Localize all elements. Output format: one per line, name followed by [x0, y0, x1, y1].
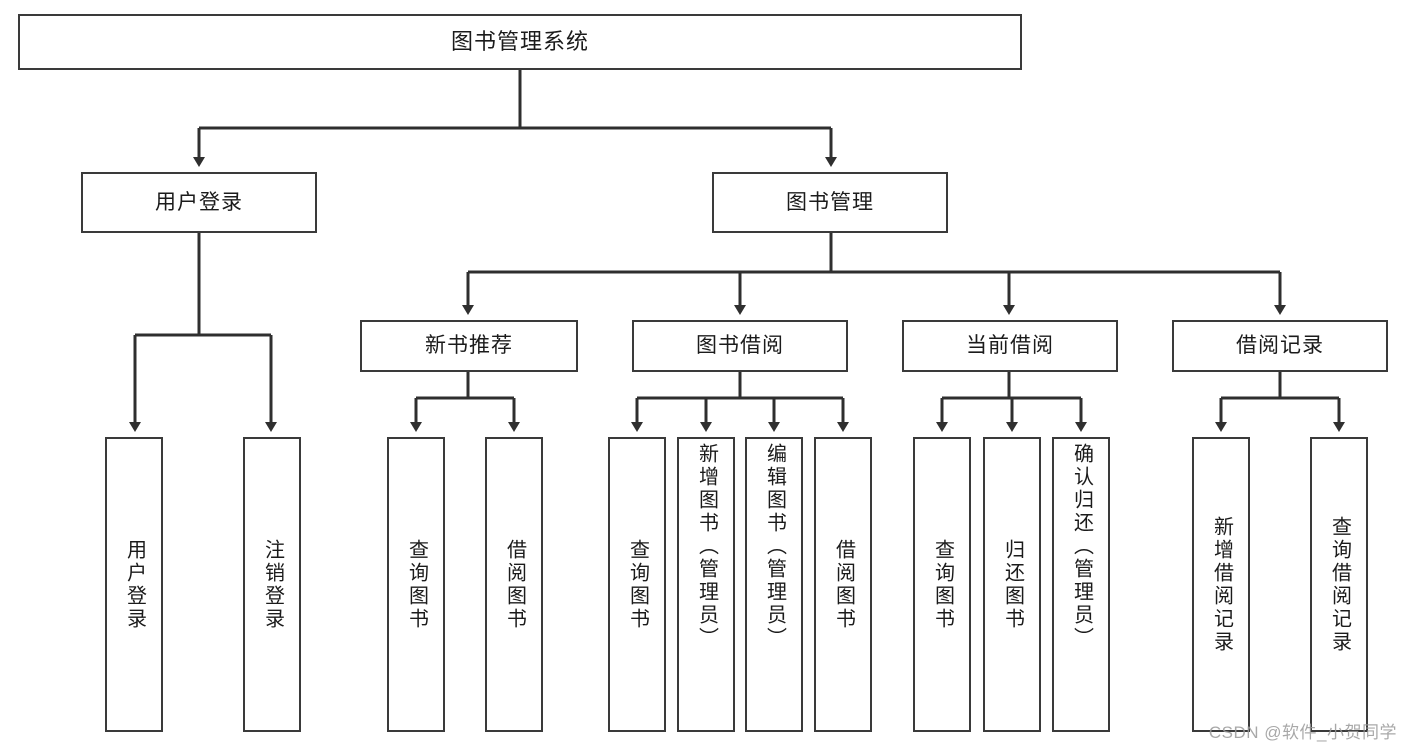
node-leaf-query-record-label: 查询借阅记录	[1328, 515, 1351, 654]
node-leaf-query-book-1[interactable]: 查询图书	[387, 437, 445, 732]
node-leaf-confirm-return-label: 确认归还（管理员）	[1070, 443, 1093, 650]
node-leaf-borrow-book-1[interactable]: 借阅图书	[485, 437, 543, 732]
node-leaf-user-login[interactable]: 用户登录	[105, 437, 163, 732]
node-leaf-edit-book[interactable]: 编辑图书（管理员）	[745, 437, 803, 732]
node-leaf-query-book-3-label: 查询图书	[931, 538, 954, 631]
node-book-manage[interactable]: 图书管理	[712, 172, 948, 233]
node-leaf-logout-label: 注销登录	[261, 538, 284, 631]
node-current-borrow-label: 当前借阅	[966, 334, 1054, 358]
node-leaf-add-record[interactable]: 新增借阅记录	[1192, 437, 1250, 732]
csdn-watermark: CSDN @软件_小贺同学	[1208, 723, 1397, 742]
node-new-book-rec-label: 新书推荐	[425, 334, 513, 358]
node-leaf-query-record[interactable]: 查询借阅记录	[1310, 437, 1368, 732]
node-leaf-edit-book-label: 编辑图书（管理员）	[763, 443, 786, 650]
node-book-manage-label: 图书管理	[786, 190, 874, 214]
node-leaf-add-book[interactable]: 新增图书（管理员）	[677, 437, 735, 732]
node-leaf-query-book-1-label: 查询图书	[405, 538, 428, 631]
node-borrow-record-label: 借阅记录	[1236, 334, 1324, 358]
node-new-book-rec[interactable]: 新书推荐	[360, 320, 578, 372]
node-borrow-record[interactable]: 借阅记录	[1172, 320, 1388, 372]
node-leaf-query-book-2[interactable]: 查询图书	[608, 437, 666, 732]
node-leaf-user-login-label: 用户登录	[123, 538, 146, 631]
node-root[interactable]: 图书管理系统	[18, 14, 1022, 70]
node-book-borrow-label: 图书借阅	[696, 334, 784, 358]
node-user-login-label: 用户登录	[155, 190, 243, 214]
node-book-borrow[interactable]: 图书借阅	[632, 320, 848, 372]
node-leaf-query-book-2-label: 查询图书	[626, 538, 649, 631]
node-leaf-borrow-book-2[interactable]: 借阅图书	[814, 437, 872, 732]
node-leaf-query-book-3[interactable]: 查询图书	[913, 437, 971, 732]
node-current-borrow[interactable]: 当前借阅	[902, 320, 1118, 372]
node-user-login[interactable]: 用户登录	[81, 172, 317, 233]
node-leaf-borrow-book-2-label: 借阅图书	[832, 538, 855, 631]
node-leaf-add-book-label: 新增图书（管理员）	[695, 443, 718, 650]
node-leaf-return-book[interactable]: 归还图书	[983, 437, 1041, 732]
node-leaf-borrow-book-1-label: 借阅图书	[503, 538, 526, 631]
node-leaf-logout[interactable]: 注销登录	[243, 437, 301, 732]
node-leaf-confirm-return[interactable]: 确认归还（管理员）	[1052, 437, 1110, 732]
node-leaf-add-record-label: 新增借阅记录	[1210, 515, 1233, 654]
node-leaf-return-book-label: 归还图书	[1001, 538, 1024, 631]
node-root-label: 图书管理系统	[450, 28, 589, 54]
